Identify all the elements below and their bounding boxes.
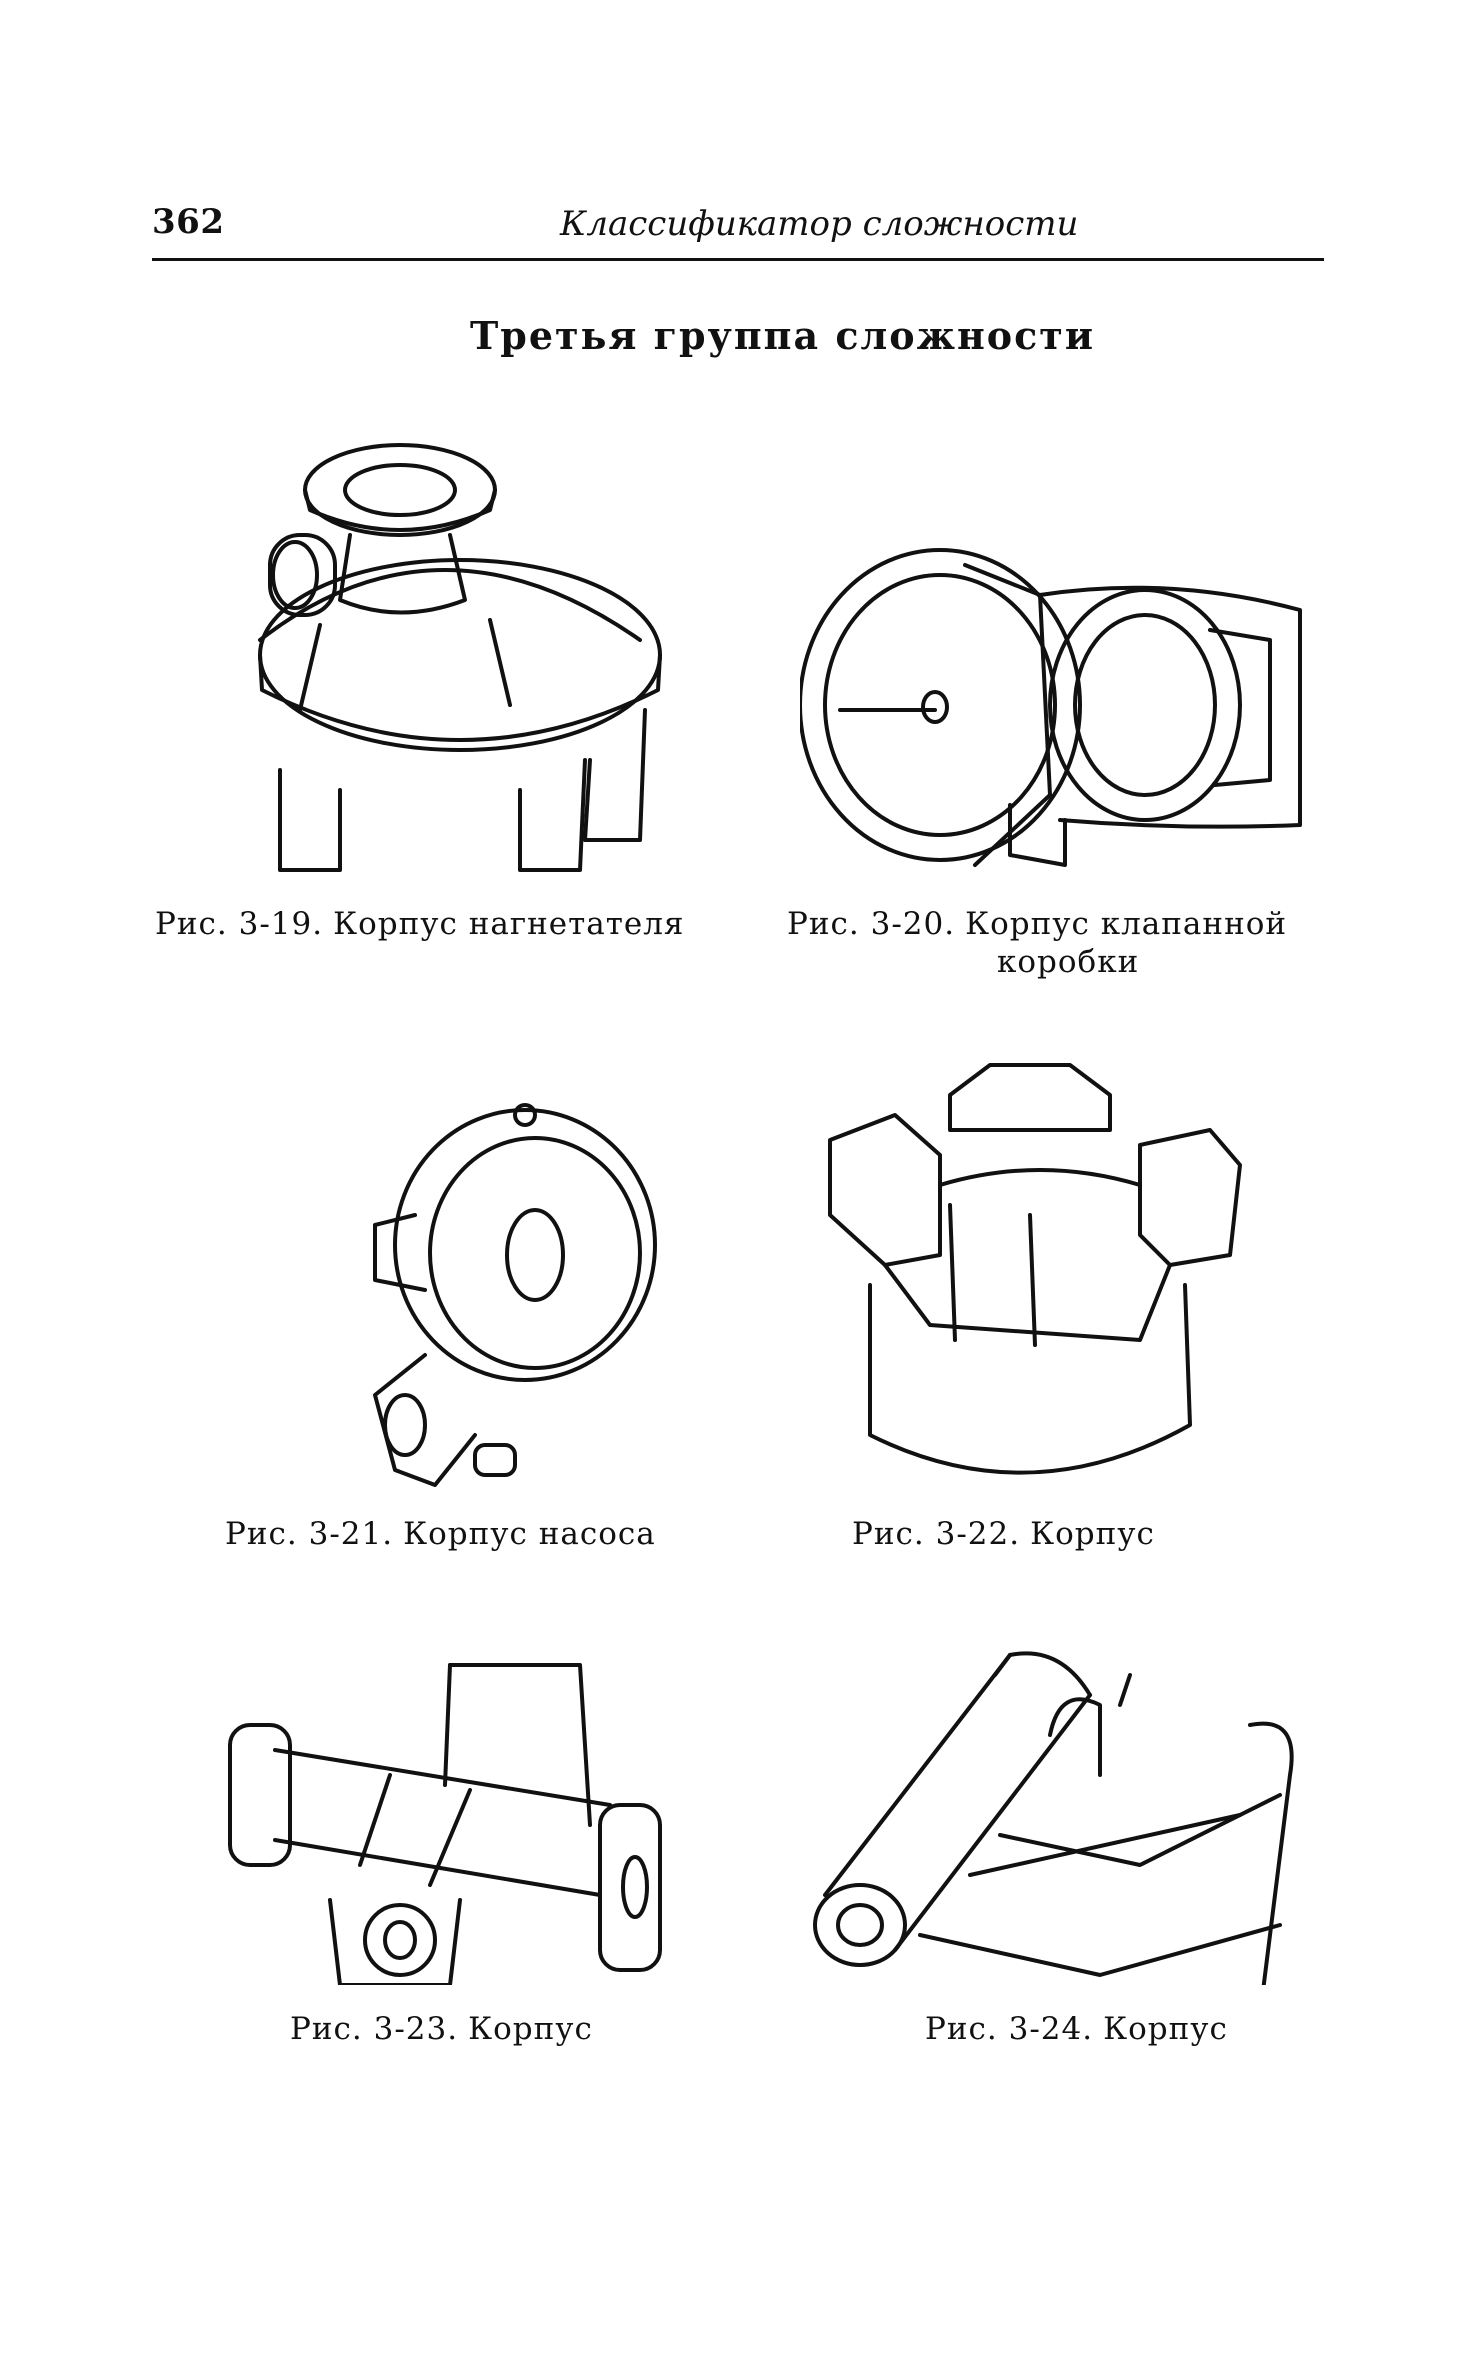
figure-number: Рис. 3-23. [290,2011,459,2047]
figure-caption-continuation: коробки [997,944,1140,980]
caption-fig-3-20: Рис. 3-20.Корпус клапанной коробки [787,905,1327,981]
figure-number: Рис. 3-19. [155,906,324,942]
figure-caption-text: Корпус [468,2011,593,2047]
caption-fig-3-21: Рис. 3-21.Корпус насоса [225,1515,656,1553]
page-number: 362 [152,202,225,242]
figure-3-20-valve-box-housing-drawing [800,535,1320,890]
figure-caption-text: Корпус клапанной [965,906,1288,942]
caption-fig-3-22: Рис. 3-22.Корпус [852,1515,1155,1553]
figure-number: Рис. 3-24. [925,2011,1094,2047]
caption-fig-3-23: Рис. 3-23.Корпус [290,2010,593,2048]
figure-caption-text: Корпус нагнетателя [333,906,685,942]
figure-3-24-housing-drawing [800,1635,1310,1985]
figure-number: Рис. 3-21. [225,1516,394,1552]
figure-caption-text: Корпус насоса [403,1516,656,1552]
header-rule [152,258,1324,261]
figure-3-23-housing-drawing [220,1655,680,1985]
figure-caption-text: Корпус [1103,2011,1228,2047]
caption-fig-3-19: Рис. 3-19.Корпус нагнетателя [155,905,684,943]
caption-fig-3-24: Рис. 3-24.Корпус [925,2010,1228,2048]
figure-3-21-pump-housing-drawing [355,1095,665,1490]
figure-number: Рис. 3-22. [852,1516,1021,1552]
figure-number: Рис. 3-20. [787,906,956,942]
running-head: Классификатор сложности [560,204,1079,244]
section-title: Третья группа сложности [470,313,1095,358]
figure-3-19-blower-housing-drawing [240,440,680,880]
figure-3-22-housing-drawing [810,1055,1260,1495]
figure-caption-text: Корпус [1030,1516,1155,1552]
